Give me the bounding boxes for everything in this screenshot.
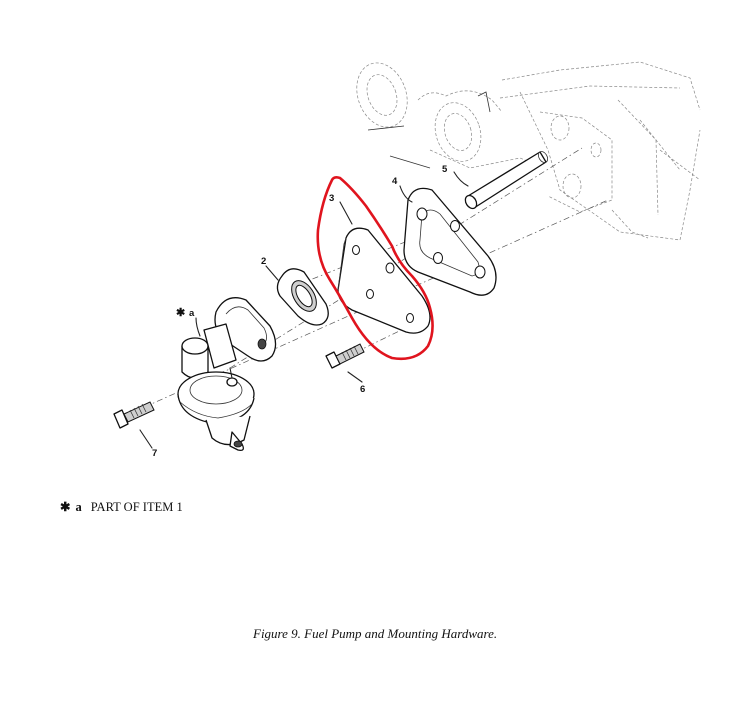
callout-6: 6 xyxy=(360,384,365,395)
callout-5: 5 xyxy=(442,164,448,175)
callout-labels: 2 3 4 5 6 7 ✱ a xyxy=(152,164,448,459)
callout-3: 3 xyxy=(329,193,334,204)
note-text: PART OF ITEM 1 xyxy=(90,500,183,514)
callout-a-symbol: ✱ xyxy=(176,307,185,319)
highlight-outline xyxy=(316,176,434,361)
figure-caption: Figure 9. Fuel Pump and Mounting Hardwar… xyxy=(253,626,498,641)
small-gasket-item-2 xyxy=(276,268,329,326)
note-letter: a xyxy=(75,500,82,514)
push-rod-item-5 xyxy=(464,151,549,210)
mounting-plate-item-3 xyxy=(337,227,431,334)
bolt-item-6 xyxy=(325,343,365,369)
leader-lines xyxy=(139,171,469,449)
callout-2: 2 xyxy=(261,256,266,267)
bolt-item-7 xyxy=(113,401,155,429)
gasket-item-4 xyxy=(403,187,497,296)
callout-7: 7 xyxy=(152,448,157,459)
note-symbol: ✱ xyxy=(60,500,71,514)
engine-block xyxy=(356,61,701,241)
callout-a-letter: a xyxy=(189,308,195,319)
callout-4: 4 xyxy=(392,176,398,187)
fuel-pump-item-a xyxy=(177,297,277,452)
part-note: ✱ a PART OF ITEM 1 xyxy=(60,499,183,515)
